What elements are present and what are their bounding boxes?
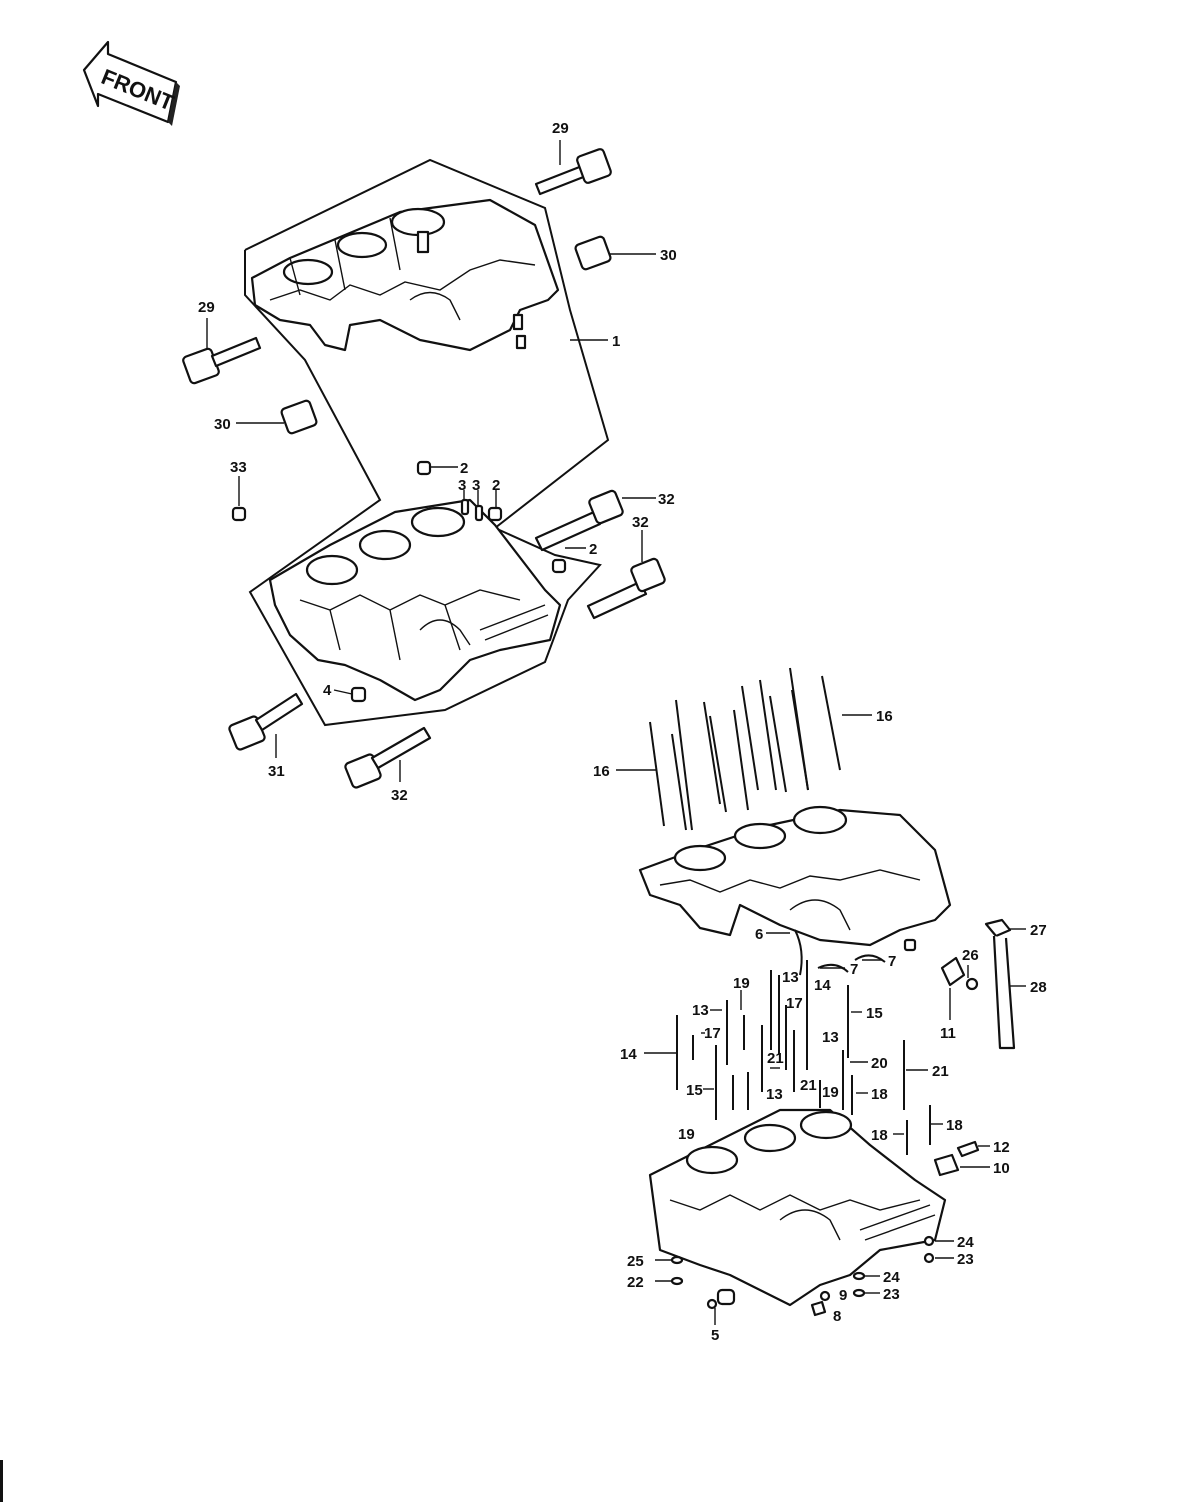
upper-group-outline [244, 158, 610, 727]
callout-27: 27 [1030, 922, 1047, 939]
callout-30: 30 [214, 416, 231, 433]
small-parts-lower [670, 1140, 980, 1317]
callout-33: 33 [230, 459, 247, 476]
crankcase-bolts [676, 960, 931, 1155]
callout-3: 3 [458, 477, 466, 494]
leader-lines-upper [206, 140, 656, 782]
bushing-29-left [182, 336, 262, 385]
callout-3: 3 [472, 477, 480, 494]
callout-32: 32 [658, 491, 675, 508]
lower-crankcase-assembled [648, 1108, 947, 1307]
upper-crankcase-half [250, 198, 560, 352]
callout-23: 23 [883, 1286, 900, 1303]
callout-31: 31 [268, 763, 285, 780]
callout-32: 32 [391, 787, 408, 804]
cylinder-studs [649, 667, 841, 831]
breather-fitting [940, 918, 1016, 1050]
callout-23: 23 [957, 1251, 974, 1268]
callout-15: 15 [686, 1082, 703, 1099]
callout-18: 18 [871, 1127, 888, 1144]
dowel-pins-upper [231, 460, 567, 703]
callout-13: 13 [766, 1086, 783, 1103]
callout-17: 17 [704, 1025, 721, 1042]
bushing-32-right-a [534, 489, 624, 552]
callout-26: 26 [962, 947, 979, 964]
callout-19: 19 [733, 975, 750, 992]
callout-1: 1 [612, 333, 620, 350]
callout-8: 8 [833, 1308, 841, 1325]
callout-18: 18 [946, 1117, 963, 1134]
callout-24: 24 [957, 1234, 974, 1251]
bushing-31 [228, 692, 304, 751]
callout-29: 29 [198, 299, 215, 316]
bushing-30-right [574, 235, 612, 271]
scan-edge-mark [0, 1460, 3, 1502]
callout-16: 16 [876, 708, 893, 725]
bushing-29-top [534, 148, 612, 196]
callout-labels: 29 29 30 30 1 33 2 3 3 2 32 32 2 4 31 32… [198, 120, 1047, 1344]
bushing-32-right-b [586, 557, 666, 620]
callout-5: 5 [711, 1327, 719, 1344]
callout-17: 17 [786, 995, 803, 1012]
callout-6: 6 [755, 926, 763, 943]
upper-crankcase-assembled [638, 805, 952, 952]
callout-19: 19 [822, 1084, 839, 1101]
callout-7: 7 [850, 961, 858, 978]
callout-25: 25 [627, 1253, 644, 1270]
callout-21: 21 [800, 1077, 817, 1094]
callout-18: 18 [871, 1086, 888, 1103]
callout-14: 14 [814, 977, 831, 994]
callout-10: 10 [993, 1160, 1010, 1177]
callout-30: 30 [660, 247, 677, 264]
callout-9: 9 [839, 1287, 847, 1304]
bushing-32-lower [344, 726, 432, 789]
leader-16 [616, 714, 872, 771]
callout-29: 29 [552, 120, 569, 137]
callout-2: 2 [492, 477, 500, 494]
callout-2: 2 [460, 460, 468, 477]
callout-21: 21 [767, 1050, 784, 1067]
callout-32: 32 [632, 514, 649, 531]
callout-22: 22 [627, 1274, 644, 1291]
callout-20: 20 [871, 1055, 888, 1072]
callout-11: 11 [940, 1025, 956, 1042]
callout-12: 12 [993, 1139, 1010, 1156]
callout-2: 2 [589, 541, 597, 558]
oil-pipes [794, 929, 886, 976]
callout-14: 14 [620, 1046, 637, 1063]
callout-28: 28 [1030, 979, 1047, 996]
callout-19: 19 [678, 1126, 695, 1143]
callout-13: 13 [822, 1029, 839, 1046]
callout-24: 24 [883, 1269, 900, 1286]
callout-13: 13 [782, 969, 799, 986]
callout-4: 4 [323, 682, 332, 699]
leader-lines-lower [644, 928, 1026, 1325]
lower-crankcase-half [268, 498, 562, 702]
callout-15: 15 [866, 1005, 883, 1022]
callout-7: 7 [888, 953, 896, 970]
bushing-30-left [280, 399, 318, 435]
callout-16: 16 [593, 763, 610, 780]
callout-13: 13 [692, 1002, 709, 1019]
callout-21: 21 [932, 1063, 949, 1080]
front-arrow-icon: FRONT [82, 40, 180, 126]
